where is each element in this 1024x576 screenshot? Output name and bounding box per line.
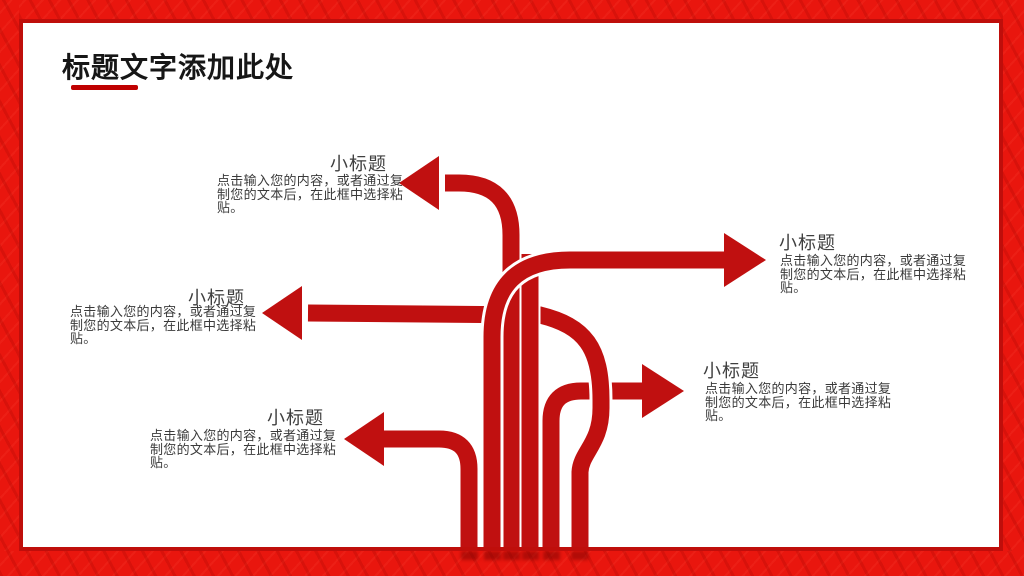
bar-reflection xyxy=(461,551,478,560)
title-underline xyxy=(71,85,138,90)
arrow-head-icon xyxy=(399,156,439,210)
arrow-head-icon xyxy=(262,286,302,340)
item-body: 点击输入您的内容，或者通过复制您的文本后，在此框中选择粘贴。 xyxy=(780,253,967,295)
item-label: 小标题 xyxy=(188,288,245,308)
arrow-right-upper xyxy=(480,230,769,552)
frame-right xyxy=(1003,0,1024,576)
item-body: 点击输入您的内容，或者通过复制您的文本后，在此框中选择粘贴。 xyxy=(705,381,892,423)
arrow-top-left xyxy=(396,153,523,552)
bar-reflection xyxy=(484,551,501,560)
arrow-right-lower xyxy=(539,361,687,552)
item-label: 小标题 xyxy=(330,154,387,174)
item-body: 点击输入您的内容，或者通过复制您的文本后，在此框中选择粘贴。 xyxy=(70,304,257,346)
bar-reflection xyxy=(571,551,588,560)
arrow-shaft xyxy=(542,382,650,552)
frame-bottom xyxy=(0,551,1024,576)
arrow-shaft xyxy=(378,430,478,552)
item-body: 点击输入您的内容，或者通过复制您的文本后，在此框中选择粘贴。 xyxy=(217,173,404,215)
item-body: 点击输入您的内容，或者通过复制您的文本后，在此框中选择粘贴。 xyxy=(150,428,337,470)
arrow-shaft xyxy=(483,251,730,552)
item-label: 小标题 xyxy=(779,233,836,253)
arrow-left-middle xyxy=(259,283,613,552)
arrow-head-icon xyxy=(642,364,684,418)
arrow-head-icon xyxy=(724,233,766,287)
arrow-head-icon xyxy=(344,412,384,466)
arrow-bottom-left xyxy=(341,409,481,552)
arrow-shaft xyxy=(445,174,520,552)
arrow-shaft-casing xyxy=(378,427,481,552)
bar-reflection xyxy=(543,551,560,560)
item-label: 小标题 xyxy=(267,408,324,428)
frame-left xyxy=(0,0,19,576)
frame-top xyxy=(0,0,1024,19)
arrow-shaft xyxy=(307,304,610,552)
page-title: 标题文字添加此处 xyxy=(62,52,295,83)
item-label: 小标题 xyxy=(703,361,760,381)
bar-reflection xyxy=(503,551,520,560)
bar-reflection xyxy=(522,551,539,560)
